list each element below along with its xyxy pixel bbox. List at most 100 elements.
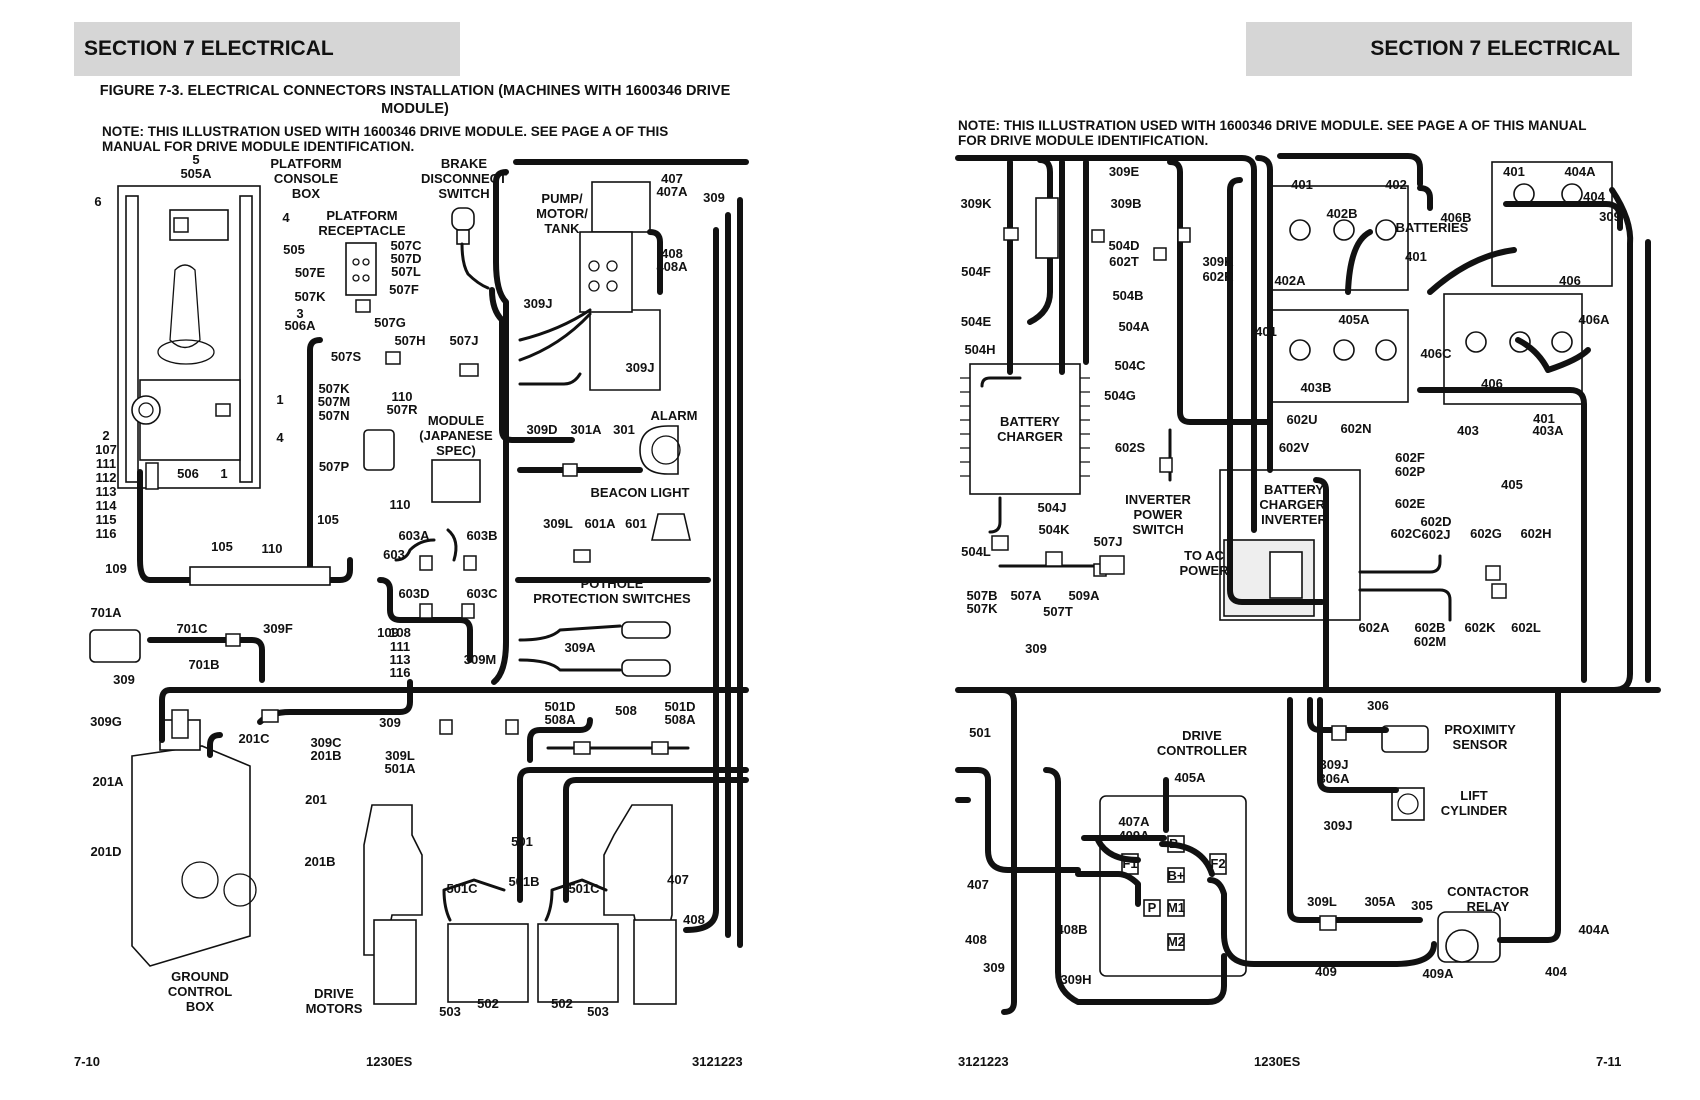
ref-504h-right-12: 504H — [964, 342, 995, 357]
ref-407-left-57: 407 — [661, 171, 683, 186]
ref-602h-right-55: 602H — [1520, 526, 1551, 541]
ref-4-left-4: 4 — [282, 210, 290, 225]
ref-309b-right-3: 309B — [1110, 196, 1141, 211]
ref-409-right-80: 409 — [1315, 964, 1337, 979]
label-brake-disconnect-switch-line-3: SWITCH — [438, 186, 489, 201]
ref-305-right-78: 305 — [1411, 898, 1433, 913]
ref-309l-right-76: 309L — [1307, 894, 1337, 909]
right-page-drawing — [955, 153, 1661, 1015]
footer-right-doc: 3121223 — [958, 1054, 1009, 1069]
ref-602t-right-5: 602T — [1109, 254, 1139, 269]
ref-409a-right-81: 409A — [1422, 966, 1454, 981]
footer-left-model: 1230ES — [366, 1054, 413, 1069]
ref-113-left-54: 113 — [390, 652, 411, 667]
ref-401-right-25: 401 — [1291, 177, 1313, 192]
label-battery-charger-inverter-line-1: BATTERY — [1264, 482, 1324, 497]
ref-501a-left-77: 501A — [384, 761, 416, 776]
label-to-ac-power-line-1: TO AC — [1184, 548, 1224, 563]
ref-408-right-69: 408 — [965, 932, 987, 947]
ref-114-left-31: 114 — [96, 498, 118, 513]
ref-603a-left-37: 603A — [398, 528, 430, 543]
ref-309j-left-62: 309J — [524, 296, 553, 311]
section-header-left: SECTION 7 ELECTRICAL — [74, 22, 460, 76]
ref-507l-left-12: 507L — [391, 264, 421, 279]
battery-charger-shape — [960, 363, 1090, 495]
ref-3-left-8: 3 — [296, 306, 303, 321]
ref-112-left-29: 112 — [96, 470, 117, 485]
ref-301a-left-65: 301A — [570, 422, 602, 437]
ref-402a-right-28: 402A — [1274, 273, 1306, 288]
ref-309-left-75: 309 — [379, 715, 401, 730]
module-japanese-spec-shape — [431, 459, 481, 503]
ref-201d-left-85: 201D — [90, 844, 121, 859]
label-battery-charger-inverter-line-2: CHARGER/ — [1259, 497, 1329, 512]
ref-602s-right-15: 602S — [1115, 440, 1146, 455]
ref-504f-right-8: 504F — [961, 264, 991, 279]
ref-602n-right-47: 602N — [1340, 421, 1371, 436]
label-lift-cylinder-line-1: LIFT — [1460, 788, 1487, 803]
ref-1-left-35: 1 — [220, 466, 227, 481]
ref-602a-right-56: 602A — [1358, 620, 1390, 635]
ref-113-left-30: 113 — [96, 484, 117, 499]
note-right: NOTE: THIS ILLUSTRATION USED WITH 160034… — [958, 118, 1587, 148]
footer-right-model: 1230ES — [1254, 1054, 1301, 1069]
ref-110-left-44: 110 — [390, 497, 411, 512]
terminal-label-b: B+ — [1168, 868, 1185, 883]
ref-401-right-41: 401 — [1503, 164, 1525, 179]
label-drive-controller-line-1: DRIVE — [1182, 728, 1222, 743]
ref-309-right-70: 309 — [983, 960, 1005, 975]
label-pothole-protection-switches-line-1: POTHOLE — [581, 576, 644, 591]
ref-116-left-33: 116 — [96, 526, 117, 541]
ref-309j-right-73: 309J — [1320, 757, 1349, 772]
label-module-japanese-spec-line-3: SPEC) — [436, 443, 476, 458]
section-header-right: SECTION 7 ELECTRICAL — [1246, 22, 1632, 76]
ref-201b-left-73: 201B — [310, 748, 341, 763]
ref-507j-right-19: 507J — [1094, 534, 1123, 549]
ref-306a-right-74: 306A — [1318, 771, 1350, 786]
ref-504e-right-10: 504E — [961, 314, 992, 329]
label-ground-control-box-line-3: BOX — [186, 999, 215, 1014]
ref-407-left-91: 407 — [667, 872, 689, 887]
ref-501c-left-90: 501C — [568, 881, 600, 896]
callout-labels: PLATFORMCONSOLEBOXBRAKEDISCONNECTSWITCHP… — [90, 152, 1621, 1019]
ref-404a-right-79: 404A — [1578, 922, 1610, 937]
ref-405-right-61: 405 — [1501, 477, 1523, 492]
ref-508-left-80: 508 — [615, 703, 637, 718]
ref-602e-right-50: 602E — [1395, 496, 1426, 511]
ref-110-left-21: 110 — [392, 389, 413, 404]
terminal-label-f2: F2 — [1210, 856, 1225, 871]
terminal-label-b: B- — [1169, 836, 1183, 851]
ref-504a-right-11: 504A — [1118, 319, 1150, 334]
ref-201b-left-86: 201B — [304, 854, 335, 869]
ref-2-left-26: 2 — [102, 428, 109, 443]
ref-506a-left-9: 506A — [284, 318, 316, 333]
ref-309f-left-48: 309F — [263, 621, 293, 636]
ref-109-left-45: 109 — [105, 561, 127, 576]
label-pump-motor-tank-line-3: TANK — [544, 221, 580, 236]
brake-disconnect-switch-shape — [451, 207, 475, 245]
label-brake-disconnect-switch-line-2: DISCONNECT — [421, 171, 507, 186]
label-proximity-sensor-line-2: SENSOR — [1453, 737, 1509, 752]
ref-309l-left-76: 309L — [385, 748, 415, 763]
ref-508a-left-82: 508A — [664, 712, 696, 727]
ref-309l-left-67: 309L — [543, 516, 573, 531]
terminal-label-m2: M2 — [1167, 934, 1185, 949]
ref-501d-left-78: 501D — [544, 699, 575, 714]
ref-309-right-62: 309 — [1025, 641, 1047, 656]
label-contactor-relay-line-1: CONTACTOR — [1447, 884, 1529, 899]
ref-504c-right-13: 504C — [1114, 358, 1146, 373]
ref-504j-right-16: 504J — [1038, 500, 1067, 515]
note-left: NOTE: THIS ILLUSTRATION USED WITH 160034… — [102, 124, 669, 154]
ref-602u-right-45: 602U — [1286, 412, 1317, 427]
ref-309d-left-64: 309D — [526, 422, 557, 437]
label-pothole-protection-switches-line-2: PROTECTION SWITCHES — [533, 591, 691, 606]
drive-motors-shape — [363, 804, 677, 1005]
ref-602v-right-46: 602V — [1279, 440, 1310, 455]
ref-507g-left-14: 507G — [374, 315, 406, 330]
ref-406c-right-35: 406C — [1420, 346, 1452, 361]
ref-201-left-84: 201 — [305, 792, 327, 807]
contactor-relay-shape — [1437, 911, 1501, 963]
footer-right-page-number: 7-11 — [1596, 1054, 1622, 1069]
ref-504l-right-18: 504L — [961, 544, 991, 559]
label-contactor-relay-line-2: RELAY — [1467, 899, 1510, 914]
